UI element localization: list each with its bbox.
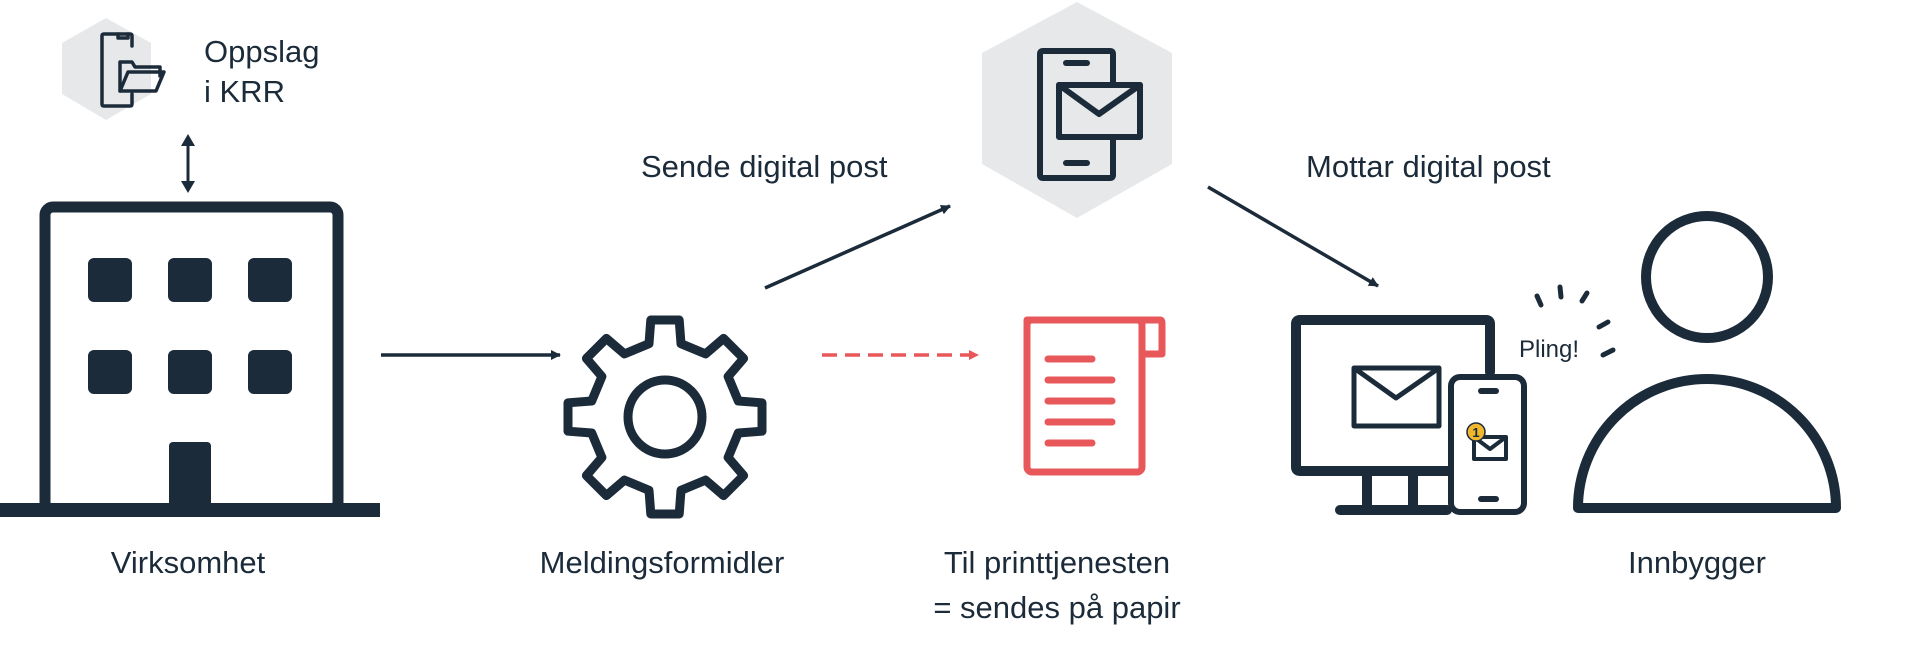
devices-node: 1 [1291, 315, 1527, 515]
citizen-node: Innbygger [1573, 211, 1841, 580]
gear-hub [623, 375, 707, 459]
arrow-broker-to-digital-mail [764, 204, 951, 290]
phone-envelope-icon [1037, 48, 1143, 181]
receive-digital-post-label: Mottar digital post [1306, 149, 1551, 184]
paper-document-icon [1023, 316, 1166, 476]
pling-text: Pling! [1519, 336, 1579, 363]
notification-badge-count: 1 [1472, 425, 1479, 440]
digital-mail-node [982, 2, 1172, 218]
person-icon [1573, 211, 1841, 513]
organization-label: Virksomhet [111, 545, 266, 580]
double-arrow-icon [181, 134, 195, 193]
phone-folder-icon [100, 32, 166, 108]
citizen-label: Innbygger [1628, 545, 1766, 580]
broker-node: Meldingsformidler [540, 315, 785, 580]
lookup-label-line2: i KRR [204, 74, 285, 109]
organization-node: Virksomhet [0, 201, 380, 580]
lookup-krr-node: Oppslag i KRR [62, 18, 319, 193]
sound-burst-icon [1534, 284, 1616, 358]
print-label-line2: = sendes på papir [933, 590, 1180, 625]
print-node: Til printtjenesten = sendes på papir [933, 316, 1181, 625]
lookup-hexagon [62, 18, 151, 120]
notification-badge: 1 [1466, 422, 1486, 442]
arrow-digital-mail-to-devices [1207, 185, 1379, 288]
gear-icon [563, 315, 767, 519]
send-digital-post-label: Sende digital post [641, 149, 888, 184]
pling-notification: Pling! [1519, 284, 1616, 363]
print-label-line1: Til printtjenesten [944, 545, 1170, 580]
office-building-icon [0, 201, 380, 517]
lookup-label-line1: Oppslag [204, 34, 319, 69]
gear-body [563, 315, 767, 519]
broker-label: Meldingsformidler [540, 545, 785, 580]
monitor-phone-envelope-icon: 1 [1291, 315, 1527, 515]
